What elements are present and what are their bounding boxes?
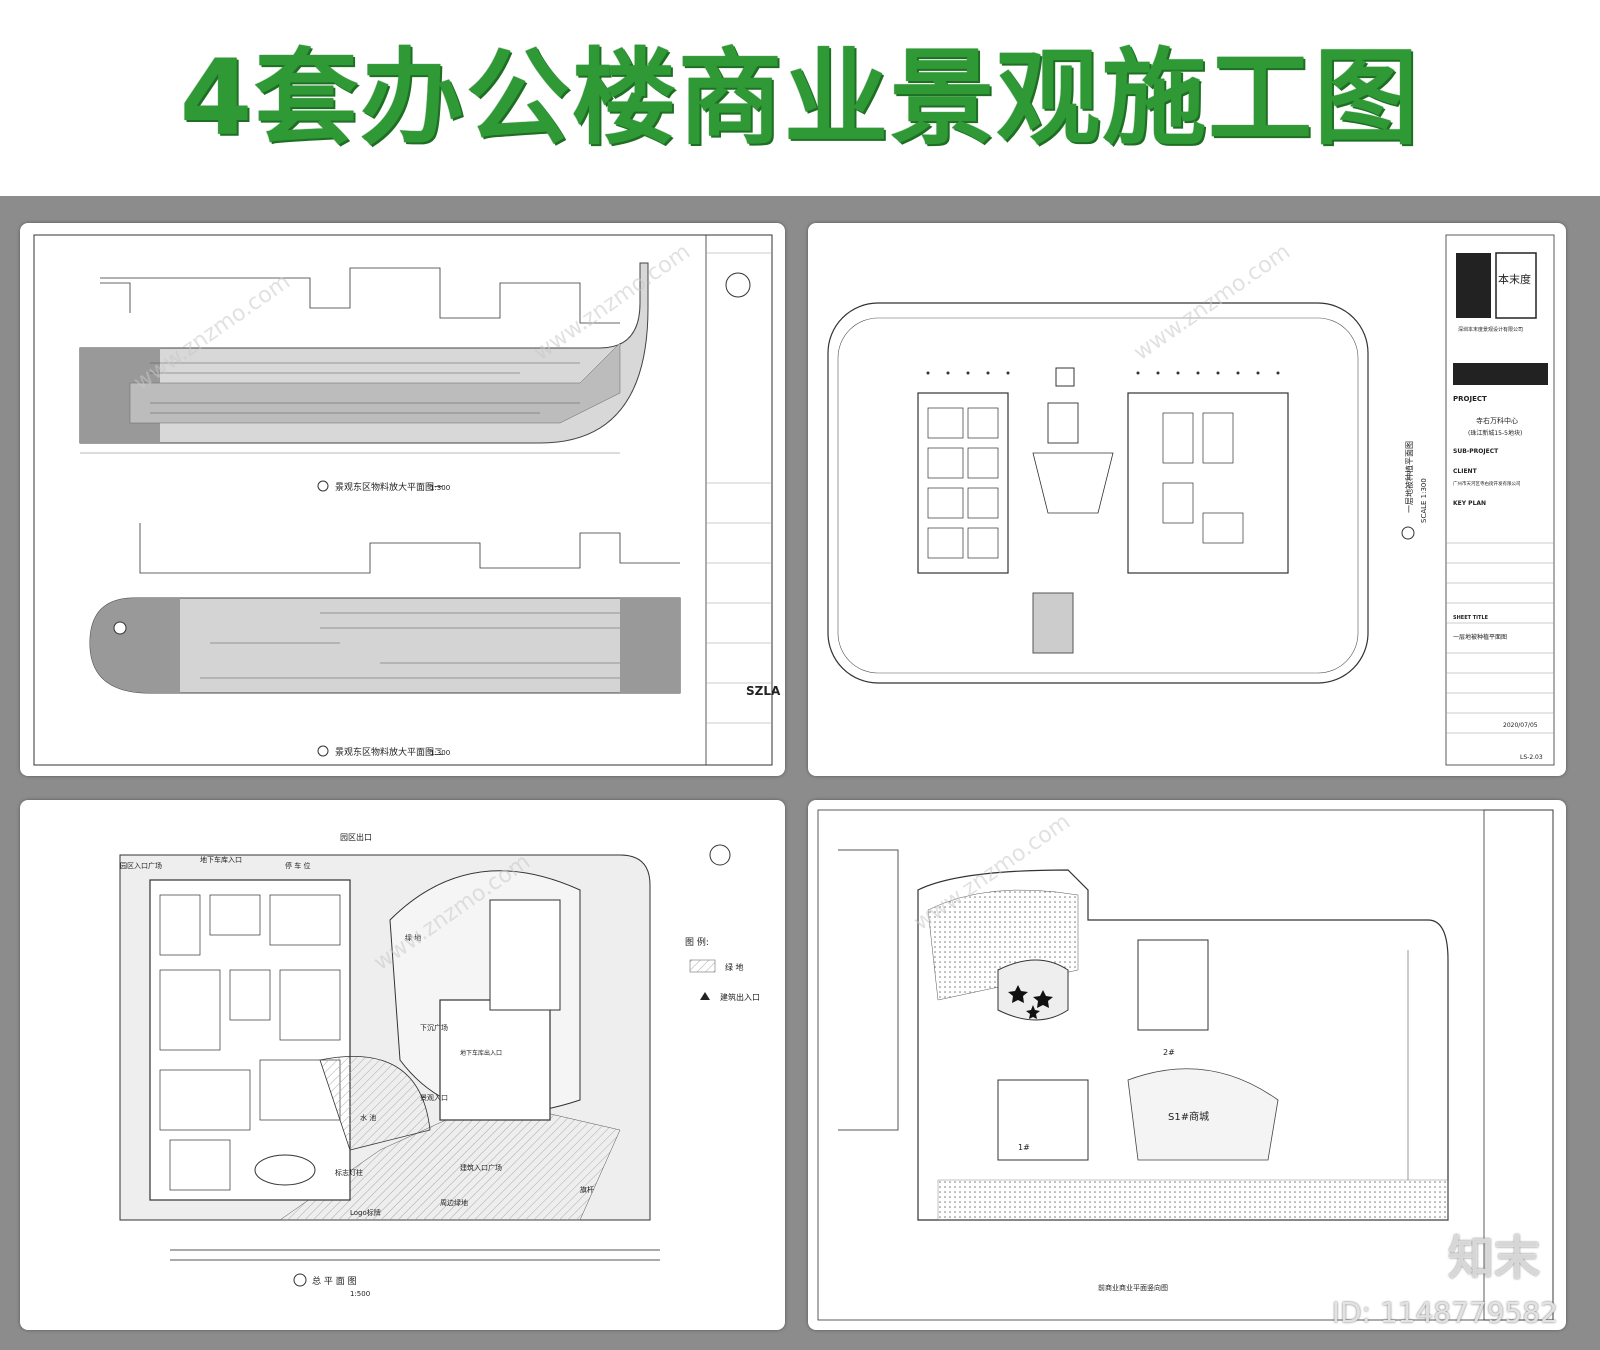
label-garage-access: 地下车库出入口 bbox=[460, 1049, 502, 1057]
planting-plan-drawing: 一层地被种植平面图 SCALE 1:300 本末度 深圳本末度景观设计有限公司 … bbox=[827, 234, 1555, 766]
firm-logo: 本末度 bbox=[1498, 272, 1531, 286]
plan2-scale: 1:300 bbox=[430, 749, 450, 757]
commercial-grading-plan-drawing: S1#商城 2# 1# 前商业商业平面竖向图 bbox=[817, 809, 1554, 1321]
sheet-number: LS-2.03 bbox=[1520, 754, 1543, 761]
sheet-scale: SCALE 1:300 bbox=[1420, 478, 1428, 523]
label-surrounding-green: 周边绿地 bbox=[440, 1198, 468, 1207]
sheet-title: 一层地被种植平面图 bbox=[1453, 633, 1507, 641]
label-parking: 停 车 位 bbox=[285, 861, 310, 870]
keyplan-label: KEY PLAN bbox=[1453, 500, 1486, 507]
label-pool: 水 池 bbox=[360, 1113, 376, 1122]
label-entry-plaza: 园区入口广场 bbox=[120, 861, 162, 870]
label-lamp-post: 标志灯柱 bbox=[335, 1168, 363, 1177]
label-park-exit: 园区出口 bbox=[340, 832, 372, 842]
drawing-panel-3[interactable]: 图 例: 绿 地 建筑出入口 园区出口 园区入口广场 地下车库入口 停 车 位 … bbox=[20, 800, 785, 1330]
drawing-panel-1[interactable]: SZLA 景观东区物料放大平面图一 1:300 景观东区物料放大 bbox=[20, 223, 785, 776]
label-landscape-entrance: 景观入口 bbox=[420, 1094, 448, 1102]
plan-caption-grading: 前商业商业平面竖向图 bbox=[1098, 1283, 1168, 1292]
label-green: 绿 地 bbox=[405, 933, 421, 942]
legend-title: 图 例: bbox=[685, 936, 709, 948]
plan2-caption: 景观东区物料放大平面图二 bbox=[335, 746, 443, 758]
label-garage-entrance: 地下车库入口 bbox=[200, 855, 242, 864]
label-flagpole: 旗杆 bbox=[580, 1185, 594, 1194]
legend-entrance: 建筑出入口 bbox=[720, 992, 760, 1002]
label-sunken-plaza: 下沉广场 bbox=[420, 1023, 448, 1032]
project-subname: (珠江新城15-5地块) bbox=[1468, 429, 1522, 437]
header: 4套办公楼商业景观施工图 bbox=[0, 0, 1600, 196]
legend-green: 绿 地 bbox=[725, 962, 744, 972]
drawing-panel-2[interactable]: 一层地被种植平面图 SCALE 1:300 本末度 深圳本末度景观设计有限公司 … bbox=[808, 223, 1566, 776]
drawing-panel-4[interactable]: S1#商城 2# 1# 前商业商业平面竖向图 bbox=[808, 800, 1566, 1330]
plan-scale: 1:500 bbox=[350, 1290, 370, 1298]
label-building-2: 2# bbox=[1163, 1048, 1175, 1057]
plan-caption: 总 平 面 图 bbox=[312, 1275, 357, 1287]
client-label: CLIENT bbox=[1453, 468, 1478, 475]
firm-name: 深圳本末度景观设计有限公司 bbox=[1458, 326, 1523, 333]
landscape-material-plan-drawing: SZLA 景观东区物料放大平面图一 1:300 景观东区物料放大 bbox=[33, 234, 781, 766]
project-name: 寺右万科中心 bbox=[1476, 416, 1518, 425]
stamp-text: SZLA bbox=[746, 684, 781, 698]
site-master-plan-drawing: 图 例: 绿 地 建筑出入口 园区出口 园区入口广场 地下车库入口 停 车 位 … bbox=[119, 832, 760, 1298]
sheet-title-label: SHEET TITLE bbox=[1453, 615, 1489, 621]
label-s1-mall: S1#商城 bbox=[1168, 1110, 1209, 1123]
label-logo-sign: Logo标牌 bbox=[350, 1208, 381, 1217]
client-name: 广州市天河区寺右街开发有限公司 bbox=[1453, 480, 1521, 487]
subproject-label: SUB-PROJECT bbox=[1453, 448, 1499, 455]
label-building-plaza: 建筑入口广场 bbox=[460, 1163, 502, 1172]
sheet-side-label: 一层地被种植平面图 bbox=[1404, 441, 1414, 513]
plan1-caption: 景观东区物料放大平面图一 bbox=[335, 481, 443, 493]
page-title: 4套办公楼商业景观施工图 bbox=[179, 37, 1421, 159]
plan1-scale: 1:300 bbox=[430, 484, 450, 492]
label-building-1: 1# bbox=[1018, 1143, 1030, 1152]
project-label: PROJECT bbox=[1453, 395, 1487, 403]
sheet-date: 2020/07/05 bbox=[1503, 722, 1538, 729]
